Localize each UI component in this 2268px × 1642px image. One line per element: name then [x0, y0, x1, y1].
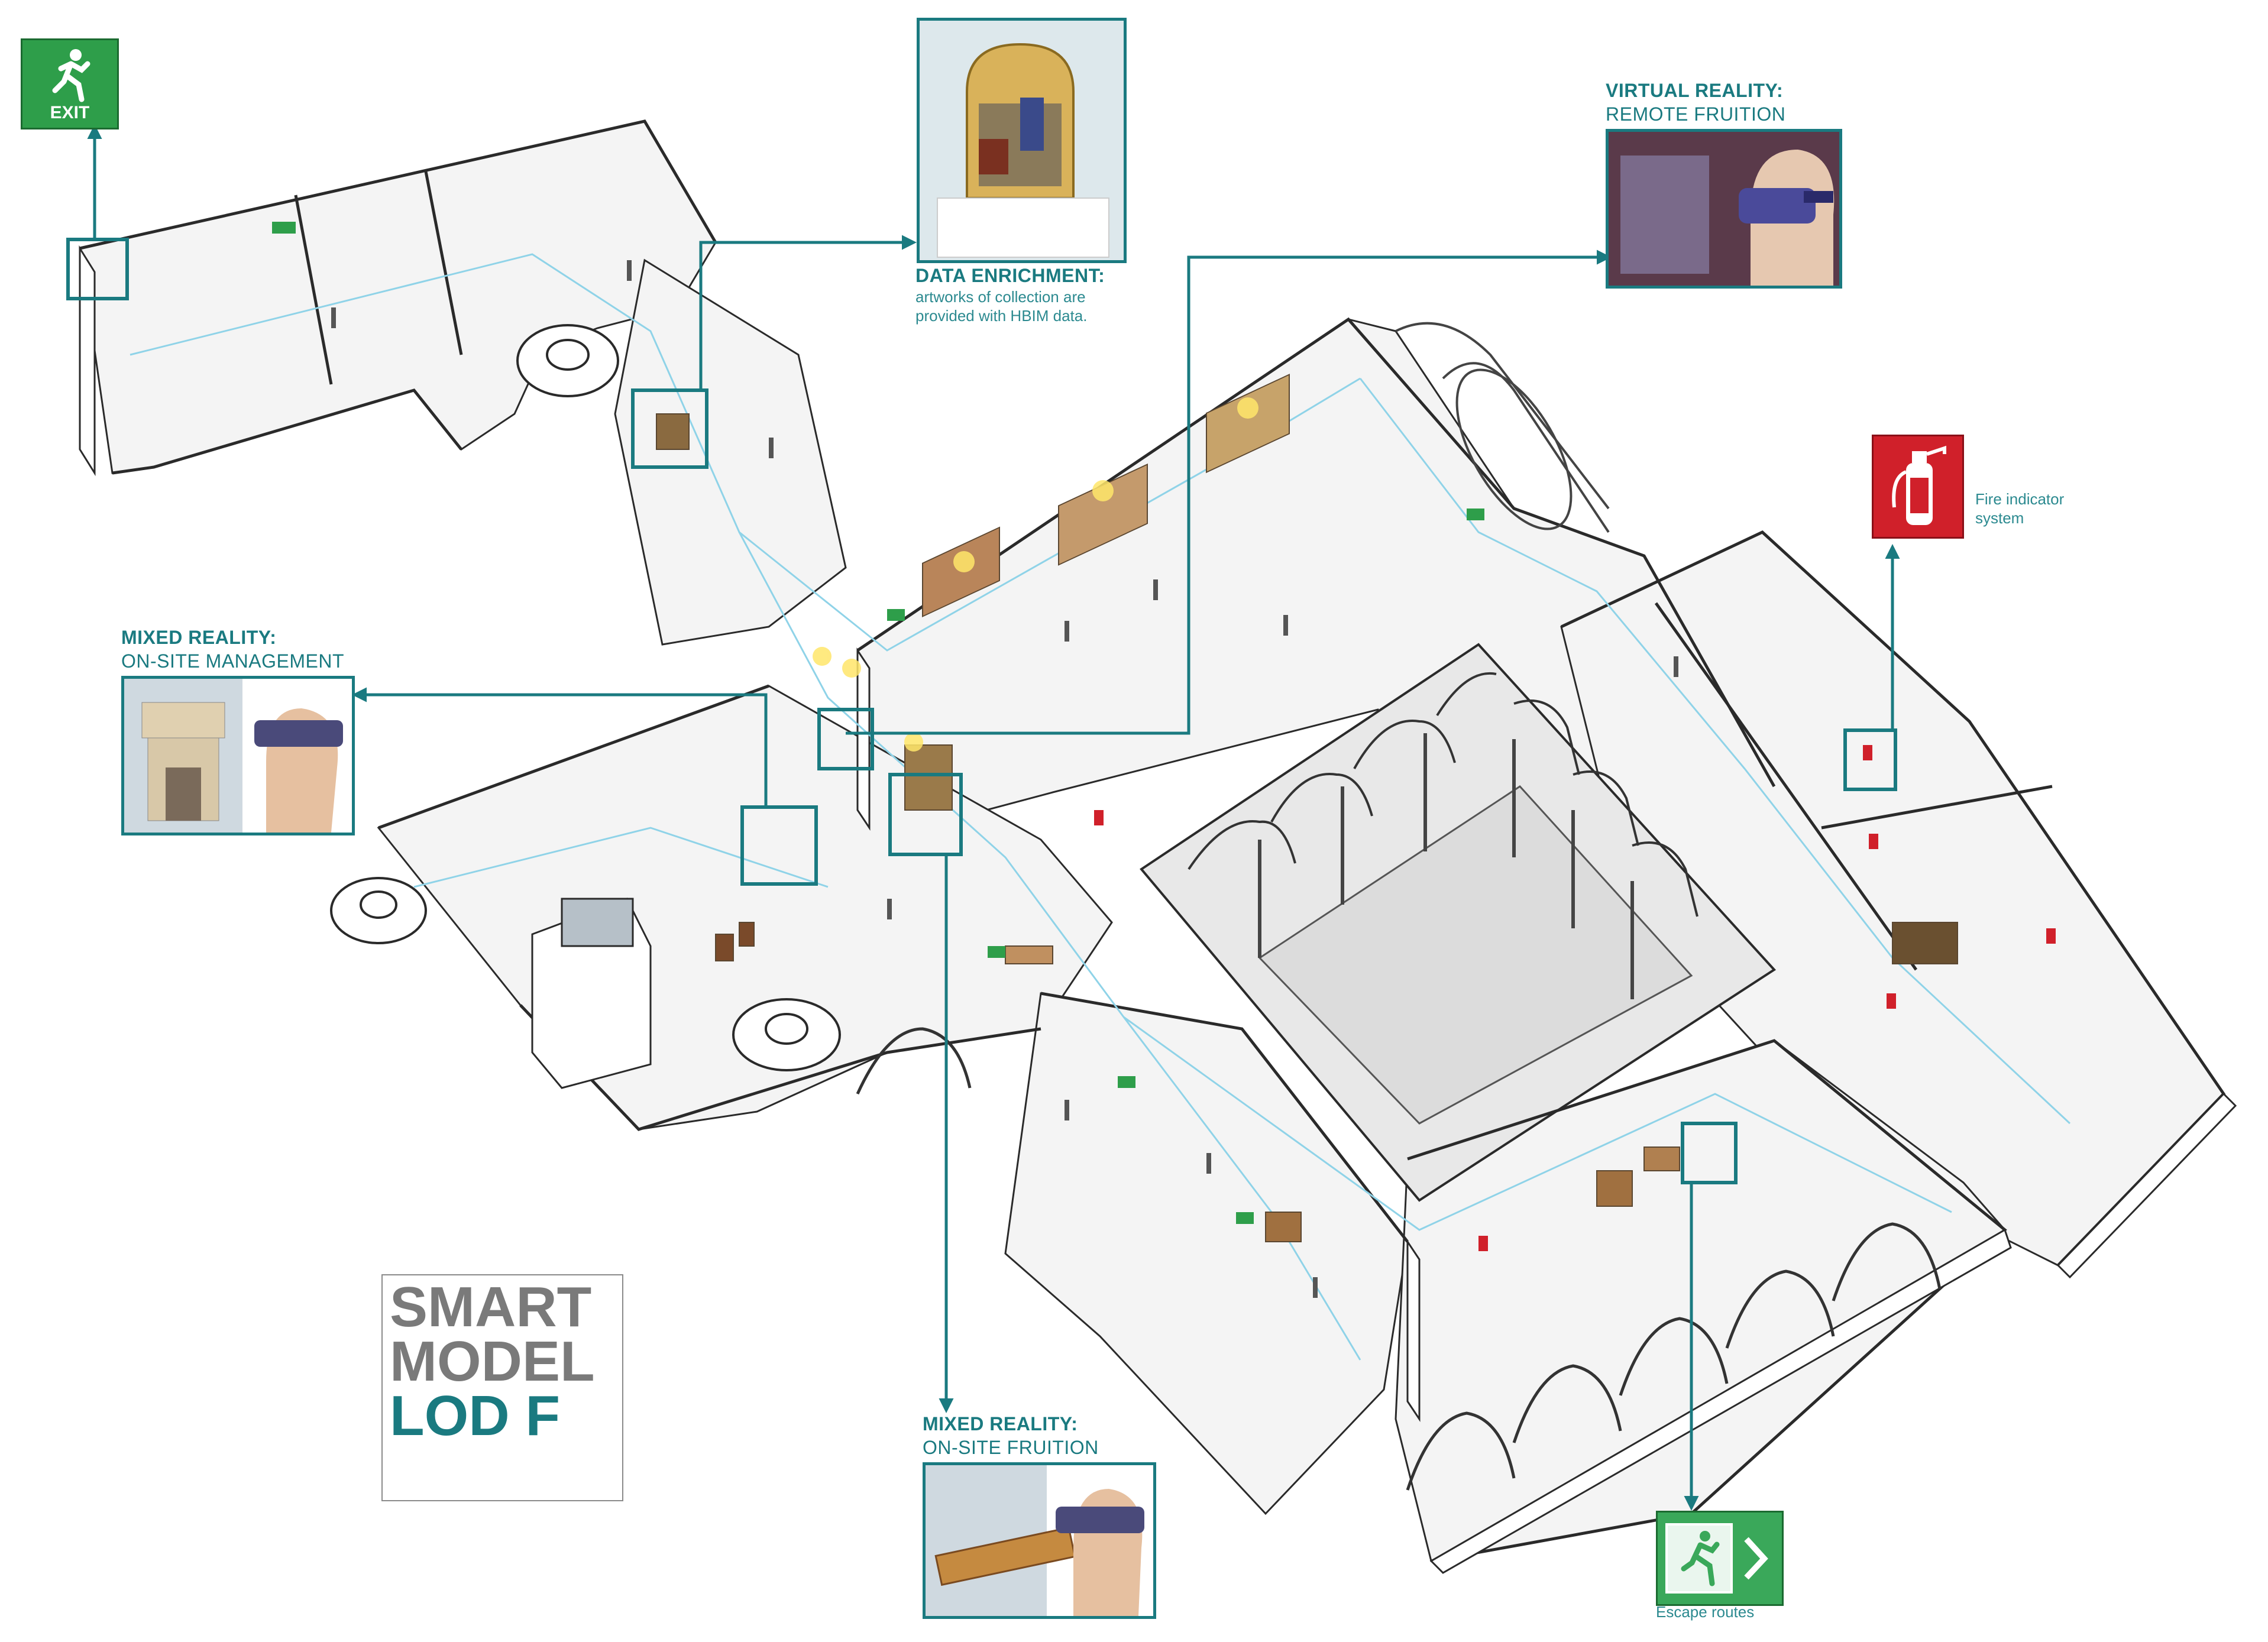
data-enrichment-line1: artworks of collection are — [915, 288, 1086, 306]
highlight-squares — [66, 238, 1897, 1184]
fire-extinguisher-icon — [1892, 445, 1946, 525]
smart-model-line1: SMART — [390, 1275, 592, 1339]
artwork-panels — [656, 373, 1958, 1242]
central-courtyard — [1140, 643, 1777, 1202]
running-man-icon — [52, 49, 90, 102]
exit-label: EXIT — [50, 103, 90, 122]
fire-indicator-line1: Fire indicator — [1975, 490, 2065, 508]
mr-management-title: MIXED REALITY: — [121, 627, 277, 648]
vaulted-staircase — [1395, 322, 1610, 533]
exit-sign-top: EXIT — [21, 38, 119, 129]
fire-extinguisher-sign — [1872, 435, 1964, 539]
data-enrichment-image — [917, 18, 1127, 263]
virtual-reality-image — [1606, 129, 1842, 289]
escape-route-lines — [130, 253, 2071, 1361]
fireplace-structure — [531, 898, 652, 1089]
escape-routes-label: Escape routes — [1656, 1603, 1755, 1621]
mr-fruition-title: MIXED REALITY: — [923, 1413, 1078, 1434]
escape-route-sign — [1656, 1511, 1784, 1606]
smart-model-box: SMART MODEL LOD F — [381, 1274, 623, 1501]
stair-towers — [330, 324, 841, 1071]
virtual-reality-subtitle: REMOTE FRUITION — [1606, 103, 1786, 125]
smart-model-line2: MODEL — [390, 1330, 595, 1393]
painting-on-pedestal-icon — [937, 43, 1109, 258]
visitor-figures — [331, 260, 1678, 1298]
mr-management-subtitle: ON-SITE MANAGEMENT — [121, 650, 345, 672]
small-fire-markers — [1094, 745, 2056, 1251]
data-enrichment-title: DATA ENRICHMENT: — [915, 265, 1105, 286]
mr-fruition-image — [923, 1462, 1156, 1619]
mr-fruition-subtitle: ON-SITE FRUITION — [923, 1437, 1099, 1458]
wall-faces — [79, 245, 2237, 1574]
sensor-glows — [813, 397, 1258, 752]
hololens-painting-icon — [926, 1465, 1153, 1616]
data-enrichment-line2: provided with HBIM data. — [915, 307, 1088, 325]
south-arcade — [856, 1027, 1942, 1491]
fire-indicator-line2: system — [1975, 509, 2024, 527]
virtual-reality-title: VIRTUAL REALITY: — [1606, 80, 1784, 101]
small-exit-markers — [272, 222, 1484, 1224]
escape-route-icon — [1665, 1523, 1768, 1594]
connector-lines — [87, 124, 1900, 1511]
smart-model-line3: LOD F — [390, 1384, 560, 1447]
hololens-fireplace-icon — [124, 679, 343, 833]
mr-management-image — [121, 676, 355, 835]
vr-headset-icon — [1609, 132, 1839, 286]
